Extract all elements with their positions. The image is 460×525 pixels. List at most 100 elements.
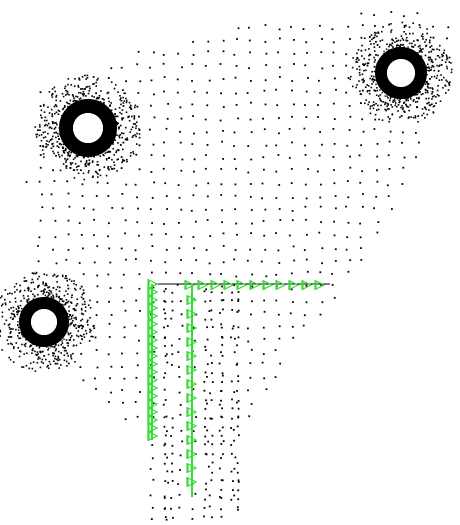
mesh-node-refined bbox=[350, 75, 352, 78]
mesh-node-refined bbox=[77, 154, 79, 157]
mesh-node bbox=[204, 118, 207, 121]
mesh-node bbox=[360, 259, 363, 261]
mesh-node-refined bbox=[366, 90, 369, 93]
mesh-node-refined bbox=[371, 77, 374, 80]
mesh-node-refined bbox=[61, 274, 64, 277]
mesh-node-refined bbox=[68, 94, 70, 96]
mesh-node-refined bbox=[91, 160, 94, 162]
constraint-glyph-inner bbox=[186, 407, 198, 417]
mesh-node-refined bbox=[34, 295, 36, 297]
mesh-node-refined bbox=[81, 325, 84, 327]
mesh-node bbox=[251, 300, 253, 303]
mesh-node-fine bbox=[164, 516, 167, 518]
mesh-node-refined bbox=[122, 160, 124, 162]
mesh-node-refined bbox=[403, 102, 405, 104]
mesh-node-refined bbox=[81, 335, 83, 338]
mesh-node bbox=[334, 77, 336, 80]
mesh-node-refined bbox=[399, 45, 401, 47]
mesh-node bbox=[95, 195, 98, 197]
mesh-node-refined bbox=[42, 145, 45, 148]
mesh-node-refined bbox=[85, 78, 87, 80]
mesh-node bbox=[346, 180, 349, 182]
mesh-node-refined bbox=[16, 311, 18, 313]
mesh-node bbox=[53, 273, 56, 276]
mesh-node bbox=[291, 325, 294, 328]
mesh-node bbox=[176, 283, 179, 286]
mesh-node-refined bbox=[432, 105, 435, 108]
mesh-node bbox=[292, 336, 295, 339]
mesh-node-refined bbox=[73, 282, 75, 285]
mesh-node bbox=[321, 301, 324, 304]
mesh-node bbox=[261, 197, 263, 200]
mesh-node-refined bbox=[84, 165, 87, 167]
mesh-node bbox=[221, 479, 224, 482]
mesh-node-refined bbox=[431, 98, 433, 100]
mesh-node-refined bbox=[134, 123, 137, 125]
mesh-node-fine bbox=[211, 326, 214, 328]
mesh-node-refined bbox=[53, 360, 55, 362]
mesh-node bbox=[180, 313, 183, 316]
mesh-node-refined bbox=[392, 46, 394, 48]
mesh-node-refined bbox=[65, 167, 68, 169]
mesh-node-refined bbox=[75, 309, 77, 312]
mesh-node bbox=[263, 128, 266, 131]
mesh-node bbox=[335, 88, 337, 91]
mesh-node-refined bbox=[7, 336, 10, 338]
mesh-node-refined bbox=[41, 351, 43, 353]
mesh-node bbox=[152, 143, 155, 146]
mesh-node-refined bbox=[47, 106, 49, 108]
mesh-node-refined bbox=[96, 164, 98, 166]
mesh-node-refined bbox=[395, 106, 398, 108]
mesh-node-refined bbox=[55, 358, 58, 361]
mesh-node-refined bbox=[402, 44, 405, 46]
mesh-node-refined bbox=[5, 319, 8, 322]
mesh-node-refined bbox=[409, 97, 412, 99]
mesh-node-refined bbox=[371, 104, 373, 107]
mesh-node-refined bbox=[55, 288, 58, 291]
mesh-node bbox=[149, 494, 152, 497]
mesh-node bbox=[279, 76, 281, 78]
mesh-node-refined bbox=[19, 350, 22, 353]
mesh-node-fine bbox=[203, 381, 206, 383]
mesh-node-refined bbox=[78, 77, 80, 79]
mesh-node bbox=[222, 39, 225, 42]
mesh-node-refined bbox=[426, 82, 428, 84]
mesh-node bbox=[205, 288, 207, 291]
mesh-node bbox=[320, 221, 322, 223]
mesh-node bbox=[110, 365, 113, 368]
mesh-node bbox=[153, 181, 156, 184]
mesh-node-refined bbox=[71, 294, 73, 296]
mesh-node bbox=[293, 259, 296, 262]
mesh-node bbox=[134, 324, 137, 327]
mesh-node-refined bbox=[430, 45, 433, 47]
mesh-node-fine bbox=[204, 417, 207, 420]
mesh-node-fine bbox=[231, 309, 234, 311]
mesh-node-refined bbox=[61, 275, 64, 278]
mesh-node-refined bbox=[22, 366, 25, 368]
mesh-node-refined bbox=[134, 104, 137, 107]
mesh-node-refined bbox=[386, 105, 388, 108]
mesh-node-refined bbox=[403, 101, 406, 104]
mesh-node-refined bbox=[122, 148, 124, 151]
mesh-node-refined bbox=[47, 353, 50, 356]
mesh-node-refined bbox=[28, 367, 31, 370]
mesh-node-refined bbox=[57, 355, 60, 358]
mesh-node bbox=[111, 207, 114, 209]
mesh-node bbox=[403, 15, 405, 18]
mesh-node-refined bbox=[83, 300, 86, 303]
mesh-node bbox=[206, 219, 209, 221]
mesh-node bbox=[303, 249, 306, 251]
mesh-node-refined bbox=[39, 366, 42, 369]
mesh-node-refined bbox=[86, 321, 88, 323]
mesh-node bbox=[25, 181, 28, 183]
mesh-node-refined bbox=[431, 59, 433, 61]
mesh-node-refined bbox=[68, 103, 71, 105]
mesh-node-refined bbox=[355, 86, 357, 89]
mesh-node-refined bbox=[425, 108, 427, 111]
mesh-node-refined bbox=[432, 66, 435, 68]
mesh-node-refined bbox=[15, 342, 18, 344]
mesh-node bbox=[247, 389, 249, 392]
mesh-node bbox=[261, 182, 264, 185]
mesh-node-refined bbox=[441, 55, 444, 58]
mesh-node-refined bbox=[71, 162, 74, 164]
